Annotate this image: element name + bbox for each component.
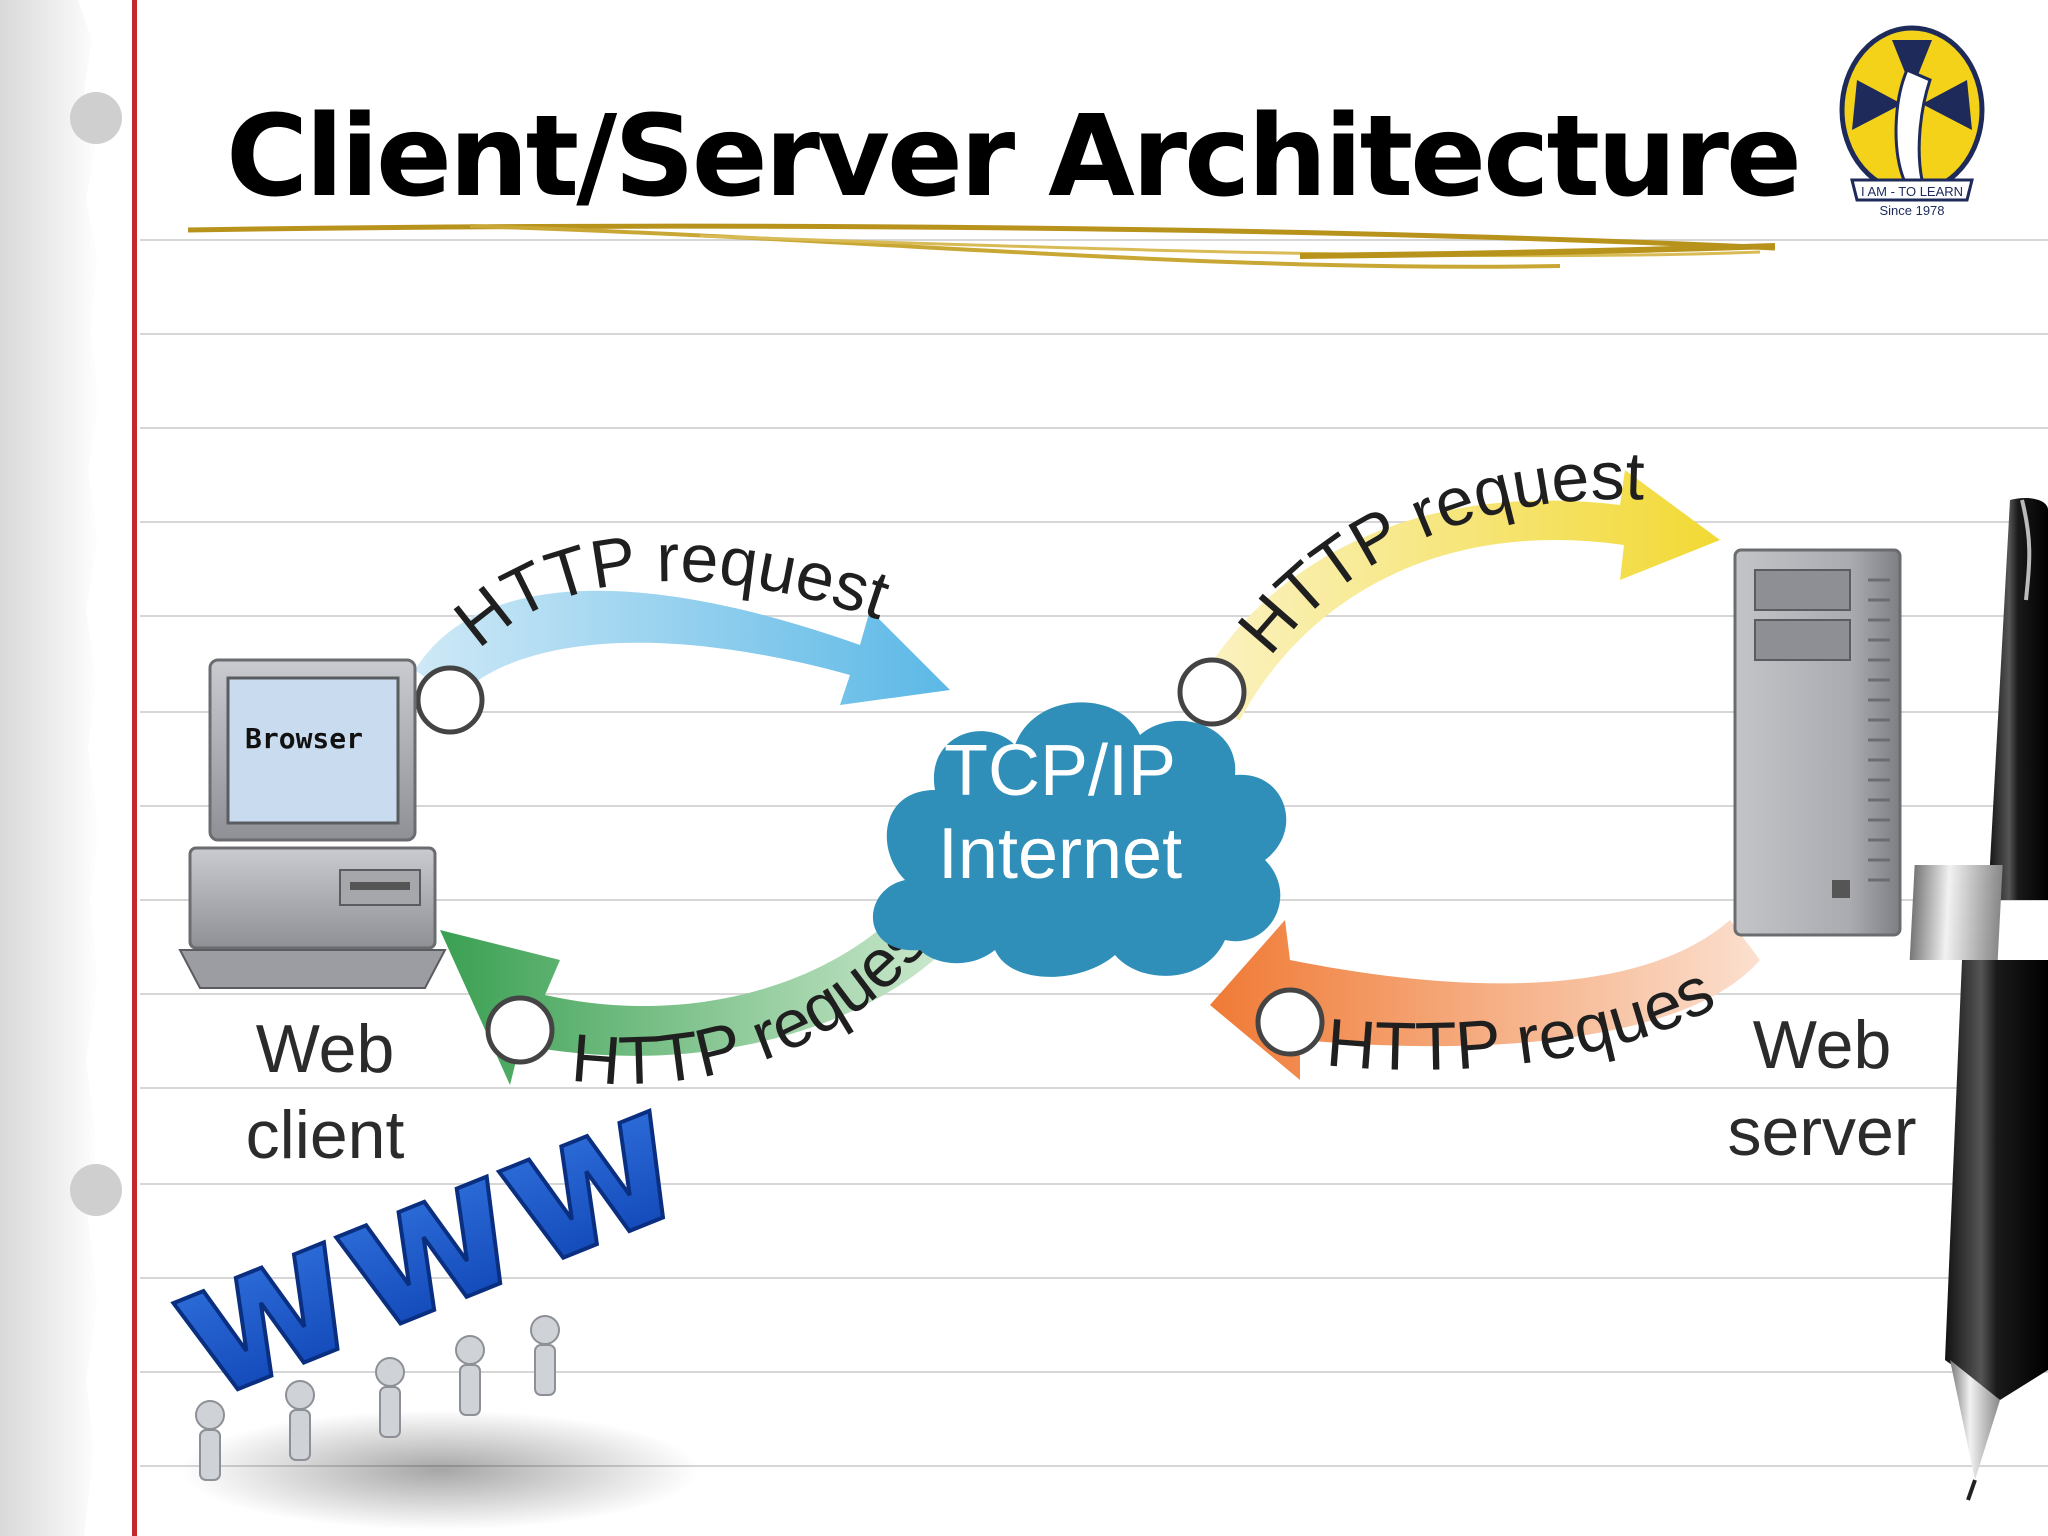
binder-hole-top — [70, 92, 122, 144]
client-label-line1: Web — [256, 1011, 395, 1087]
margin-line — [132, 0, 137, 1536]
title-underline — [187, 223, 1776, 269]
web-client-computer: Browser Web client — [178, 658, 447, 1173]
server-label-line2: server — [1728, 1094, 1917, 1170]
arrow-internet-to-server: HTTP request — [1177, 438, 1720, 727]
internet-cloud: TCP/IP Internet — [872, 702, 1287, 977]
cloud-label-line2: Internet — [938, 814, 1182, 894]
institution-logo: I AM - TO LEARN Since 1978 — [1839, 25, 1985, 218]
cloud-label-line1: TCP/IP — [944, 731, 1176, 811]
www-clipart: www — [138, 1040, 713, 1530]
arrow-client-to-internet: HTTP request — [415, 520, 950, 735]
www-text: www — [140, 1042, 711, 1444]
client-label-line2: client — [246, 1097, 405, 1173]
torn-edge — [0, 0, 100, 1536]
server-label-line1: Web — [1753, 1007, 1892, 1083]
page-title: Client/Server Architecture — [226, 92, 1802, 222]
pen-illustration — [1909, 498, 2048, 1501]
logo-since-text: Since 1978 — [1879, 203, 1944, 218]
logo-ribbon-text: I AM - TO LEARN — [1861, 184, 1963, 199]
binder-hole-bottom — [70, 1164, 122, 1216]
client-screen-text: Browser — [245, 722, 363, 755]
web-server-tower: Web server — [1728, 548, 1917, 1170]
